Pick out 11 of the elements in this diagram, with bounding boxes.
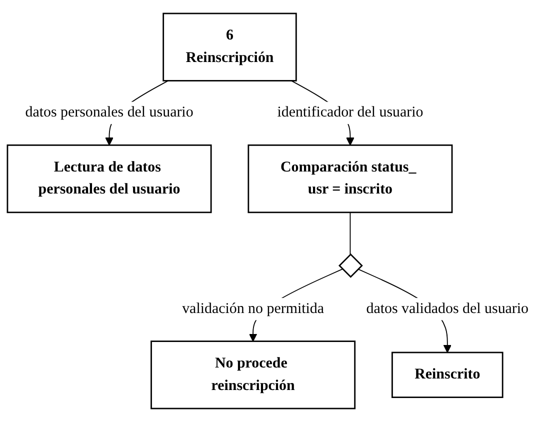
- edge-label: identificador del usuario: [277, 104, 424, 120]
- node-box: 6 Reinscripción: [162, 12, 297, 82]
- node-box: Reinscrito: [392, 352, 504, 398]
- edge-label: validación no permitida: [182, 300, 324, 317]
- edge-label: datos validados del usuario: [366, 300, 529, 317]
- connector: [350, 212, 351, 255]
- edge-label: datos personales del usuario: [25, 104, 194, 120]
- node-box: Comparación status_ usr = inscrito: [248, 144, 453, 214]
- node-box: Lectura de datos personales del usuario: [6, 144, 212, 214]
- node-diamond: [338, 253, 363, 278]
- node-box: No procede reinscripción: [150, 340, 356, 410]
